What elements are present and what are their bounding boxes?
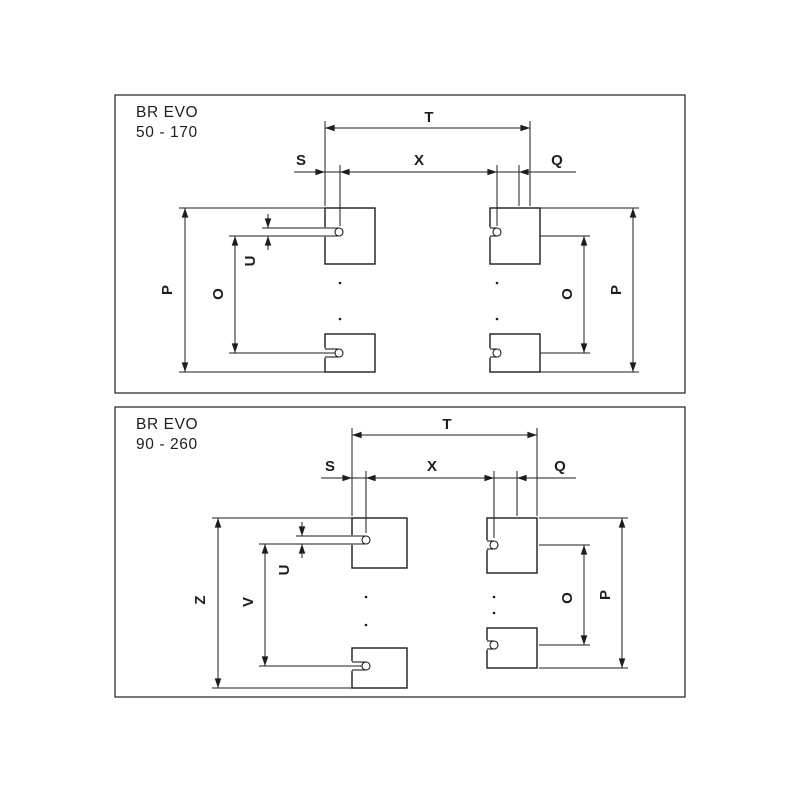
dim-label-o-right: O xyxy=(559,288,576,300)
dim-label-u: U xyxy=(242,256,259,267)
panel-br-evo-90-260: BR EVO 90 - 260 xyxy=(114,406,686,698)
dim-t: T xyxy=(324,109,531,206)
slot-circles xyxy=(334,227,502,358)
dim-label-s: S xyxy=(296,152,306,169)
clamp-blocks xyxy=(323,207,541,373)
dim-u: U xyxy=(276,522,306,576)
dim-label-t: T xyxy=(442,416,451,433)
dim-label-x: X xyxy=(414,152,424,169)
clamp-block-bottom-left xyxy=(351,647,408,689)
dim-label-t: T xyxy=(424,109,433,126)
dim-label-o-left: O xyxy=(210,288,227,300)
dim-o-right: O xyxy=(540,235,590,354)
dim-p-left: P xyxy=(159,207,325,373)
slot-lines xyxy=(259,535,494,671)
slot-circles xyxy=(361,535,499,671)
center-marks xyxy=(338,281,499,321)
dim-o-right: O xyxy=(539,544,590,646)
dim-v: V xyxy=(240,543,269,666)
dim-label-z: Z xyxy=(192,595,209,604)
dim-label-p-right: P xyxy=(597,590,614,600)
dim-sxq: S X Q xyxy=(321,458,576,538)
clamp-block-top-left xyxy=(351,517,408,569)
dim-u: U xyxy=(242,214,272,267)
panel-border xyxy=(114,94,686,394)
panel-title-model: BR EVO xyxy=(136,104,198,121)
dim-label-q: Q xyxy=(554,458,566,475)
dim-label-q: Q xyxy=(551,152,563,169)
slot-lines xyxy=(229,227,497,358)
clamp-blocks xyxy=(350,517,538,689)
dim-o-left: O xyxy=(210,235,239,353)
panel-title-range: 90 - 260 xyxy=(136,436,198,453)
dim-p-right: P xyxy=(539,517,628,669)
dim-p-right: P xyxy=(540,207,639,373)
panel-br-evo-50-170: BR EVO 50 - 170 xyxy=(114,94,686,394)
panel-border xyxy=(114,406,686,698)
dim-t: T xyxy=(351,416,538,516)
dim-label-s: S xyxy=(325,458,335,475)
panel-title-range: 50 - 170 xyxy=(136,124,198,141)
dim-label-u: U xyxy=(276,565,293,576)
dim-label-v: V xyxy=(240,597,257,607)
dim-z: Z xyxy=(192,517,352,689)
dim-label-o-right: O xyxy=(559,592,576,604)
center-marks xyxy=(364,595,496,627)
panel-title-model: BR EVO xyxy=(136,416,198,433)
dim-label-p-right: P xyxy=(608,285,625,295)
dim-sxq: S X Q xyxy=(294,152,576,226)
dim-label-x: X xyxy=(427,458,437,475)
dim-label-p-left: P xyxy=(159,285,176,295)
